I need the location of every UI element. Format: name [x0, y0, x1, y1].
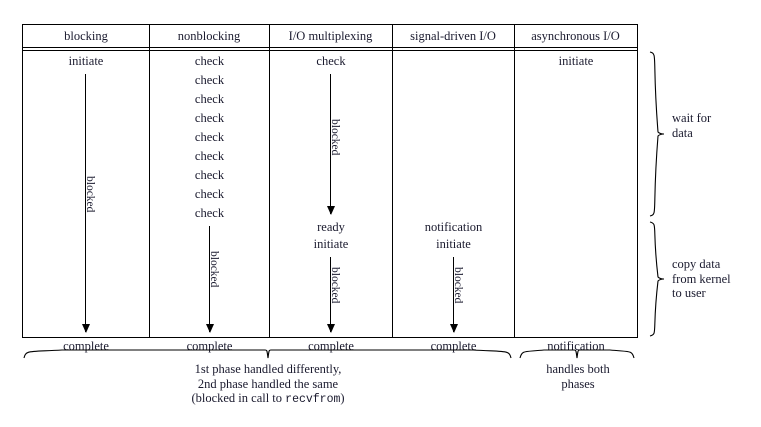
cell-check: check: [194, 130, 225, 144]
column-header-blocking: blocking: [64, 29, 108, 43]
cell-check: check: [194, 206, 225, 220]
column-header-signal-driven-io: signal-driven I/O: [410, 29, 496, 43]
recvfrom-call: recvfrom: [285, 393, 341, 406]
brace-line: data: [672, 125, 693, 140]
column-divider-2: [269, 25, 271, 337]
arrow-label-blocked-1: blocked: [329, 119, 341, 156]
cell-check: check: [194, 92, 225, 106]
brace-line: 1st phase handled differently,: [194, 362, 342, 376]
bottom-brace-label-phases: 1st phase handled differently, 2nd phase…: [168, 362, 368, 408]
right-brace-copy-data: [648, 220, 666, 338]
recvfrom-prefix: (blocked in call to: [191, 391, 286, 405]
column-io-multiplexing: check blocked ready initiate blocked com…: [270, 51, 392, 353]
arrow-blocked: [85, 74, 87, 332]
table-header-row: blocking nonblocking I/O multiplexing si…: [23, 25, 637, 47]
cell-initiate: initiate: [68, 54, 104, 68]
brace-line: wait for: [672, 111, 712, 125]
brace-line: 2nd phase handled the same: [197, 376, 339, 391]
column-divider-3: [392, 25, 394, 337]
header-rule-lower: [23, 50, 637, 52]
cell-initiate: initiate: [436, 237, 471, 251]
column-nonblocking: check check check check check check chec…: [150, 51, 269, 353]
brace-line: phases: [561, 376, 595, 391]
cell-check: check: [194, 73, 225, 87]
column-asynchronous-io: initiate notification: [515, 51, 637, 353]
brace-line: copy data: [672, 257, 721, 271]
right-brace-label-copy-data: copy data from kernel to user: [672, 257, 731, 301]
brace-line-recvfrom: (blocked in call to recvfrom): [168, 391, 368, 408]
cell-notification: notification: [424, 220, 483, 234]
cell-check: check: [194, 54, 225, 68]
arrow-blocked-2: [330, 257, 332, 332]
arrow-label-blocked: blocked: [208, 251, 220, 288]
column-header-nonblocking: nonblocking: [177, 29, 241, 43]
brace-line: to user: [672, 286, 706, 300]
arrow-label-blocked: blocked: [452, 267, 464, 304]
cell-check: check: [316, 54, 346, 68]
column-header-asynchronous-io: asynchronous I/O: [531, 29, 620, 43]
arrow-label-blocked: blocked: [84, 176, 96, 213]
arrow-blocked: [453, 257, 455, 332]
cell-ready: ready: [317, 220, 345, 234]
cell-check: check: [194, 111, 225, 125]
io-models-table: blocking nonblocking I/O multiplexing si…: [22, 24, 638, 353]
cell-check: check: [194, 168, 225, 182]
column-signal-driven-io: notification initiate blocked complete: [393, 51, 514, 353]
column-divider-1: [149, 25, 151, 337]
brace-line: handles both: [546, 362, 610, 376]
bottom-brace-label-handles-both: handles both phases: [508, 362, 648, 391]
cell-initiate: initiate: [558, 54, 594, 68]
arrow-blocked: [209, 226, 211, 332]
arrow-blocked-1: [330, 74, 332, 214]
column-header-io-multiplexing: I/O multiplexing: [288, 29, 373, 43]
cell-initiate: initiate: [313, 237, 349, 251]
arrow-label-blocked-2: blocked: [329, 267, 341, 304]
right-brace-wait-for-data: [648, 50, 666, 218]
column-divider-4: [514, 25, 516, 337]
bottom-brace-async-column: [518, 344, 638, 360]
recvfrom-suffix: ): [340, 391, 345, 405]
column-blocking: initiate blocked complete: [23, 51, 149, 353]
header-rule-upper: [23, 47, 637, 49]
cell-check: check: [194, 187, 225, 201]
cell-check: check: [194, 149, 225, 163]
brace-line: from kernel: [672, 271, 731, 286]
bottom-brace-first-four-columns: [22, 344, 513, 360]
right-brace-label-wait-for-data: wait for data: [672, 111, 711, 140]
